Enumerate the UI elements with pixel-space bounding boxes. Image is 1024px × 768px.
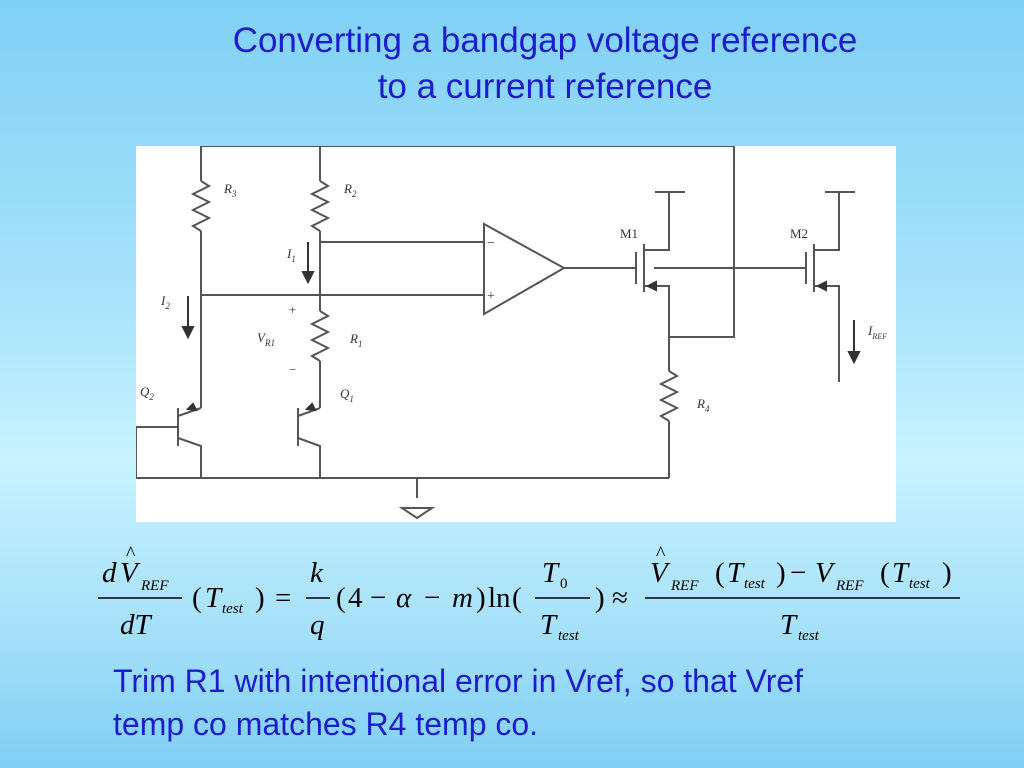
circuit-schematic: R3 R2 R1 R4 I1 I2 VR1 + − Q1 Q2 M1 M2 IR… [136,146,887,520]
arrowhead-i1 [301,271,315,285]
resistor-r1 [309,310,331,362]
eq-t-2: T [540,609,558,641]
eq-rparen-3: ) [595,582,605,614]
eq-minus-3: − [790,557,806,589]
eq-t-5: T [780,609,798,641]
label-q1: Q1 [340,386,354,404]
eq-lparen-1: ( [192,582,202,614]
circuit-diagram: R3 R2 R1 R4 I1 I2 VR1 + − Q1 Q2 M1 M2 IR… [136,146,896,522]
eq-lparen-2: ( [336,582,346,614]
eq-four: 4 [348,582,363,614]
eq-dt: dT [120,609,153,641]
title-line-2: to a current reference [377,67,713,106]
arrowhead-i2 [181,326,195,340]
label-vr1-plus: + [289,302,296,317]
eq-test-3: test [744,576,766,592]
eq-rparen-1: ) [255,582,265,614]
eq-minus-1: − [370,582,386,614]
eq-lparen-5: ( [880,557,890,589]
label-opamp-plus: + [487,289,495,304]
label-m2: M2 [790,226,808,241]
eq-t0: T [542,557,560,589]
label-i2: I2 [160,293,170,311]
eq-ref-3: REF [835,578,864,594]
q1-collector-emitter [297,407,321,478]
eq-ref-1: REF [140,578,169,594]
label-opamp-minus: − [487,236,495,251]
trim-note: Trim R1 with intentional error in Vref, … [113,660,993,746]
eq-t-3: T [727,557,745,589]
arrowhead-m2 [815,280,827,292]
opamp [483,222,567,316]
eq-ref-2: REF [670,578,699,594]
slide-title: Converting a bandgap voltage reference t… [0,18,1024,110]
eq-hat: ^ [126,543,136,565]
label-m1: M1 [620,226,638,241]
eq-v-2: V [650,557,671,589]
arrowhead-iref [847,351,861,365]
ground-symbol [398,507,436,520]
eq-minus-2: − [424,582,440,614]
label-vr1-minus: − [289,362,296,377]
eq-t-1: T [205,582,223,614]
eq-d: d [102,557,117,589]
eq-rparen-2: ) [476,582,486,614]
eq-hat-2: ^ [656,543,666,565]
eq-test-5: test [798,628,820,644]
eq-test-2: test [558,628,580,644]
note-line-2: temp co matches R4 temp co. [113,706,539,742]
eq-q: q [310,609,325,641]
q2-collector-emitter [177,407,202,478]
label-r3: R3 [223,181,237,199]
arrowhead-m1 [645,280,657,292]
eq-v: V [120,557,141,589]
note-line-1: Trim R1 with intentional error in Vref, … [113,663,804,699]
eq-k: k [310,557,324,589]
eq-lparen-4: ( [715,557,725,589]
equation-svg: d V ^ REF dT ( T test ) = k q ( 4 − α − … [98,543,960,644]
q1-base-wire [136,427,137,478]
eq-test-4: test [909,576,931,592]
temp-coefficient-equation: d V ^ REF dT ( T test ) = k q ( 4 − α − … [90,540,970,655]
label-r1: R1 [349,331,362,349]
eq-alpha: α [396,582,412,614]
top-rail [201,146,735,338]
resistor-r2 [309,180,331,232]
eq-rparen-4: ) [776,557,786,589]
arrowhead-q2 [185,402,198,412]
eq-ln: ln [488,582,511,614]
eq-approx: ≈ [612,582,628,614]
eq-lparen-3: ( [512,582,522,614]
arrowhead-q1 [304,402,317,412]
label-vr1: VR1 [257,330,275,348]
eq-t-4: T [892,557,910,589]
m1-drain-source [644,191,685,337]
eq-v-3: V [815,557,836,589]
eq-test-1: test [222,601,244,617]
title-line-1: Converting a bandgap voltage reference [232,21,858,60]
label-i1: I1 [286,246,296,264]
eq-m: m [452,582,473,614]
eq-zero: 0 [560,576,568,592]
label-iref: IREF [867,323,887,341]
resistor-r4 [658,370,680,422]
label-r4: R4 [696,396,710,414]
eq-rparen-5: ) [942,557,952,589]
resistor-r3 [190,180,212,232]
label-q2: Q2 [140,384,154,402]
label-r2: R2 [343,181,357,199]
eq-equals: = [275,582,291,614]
